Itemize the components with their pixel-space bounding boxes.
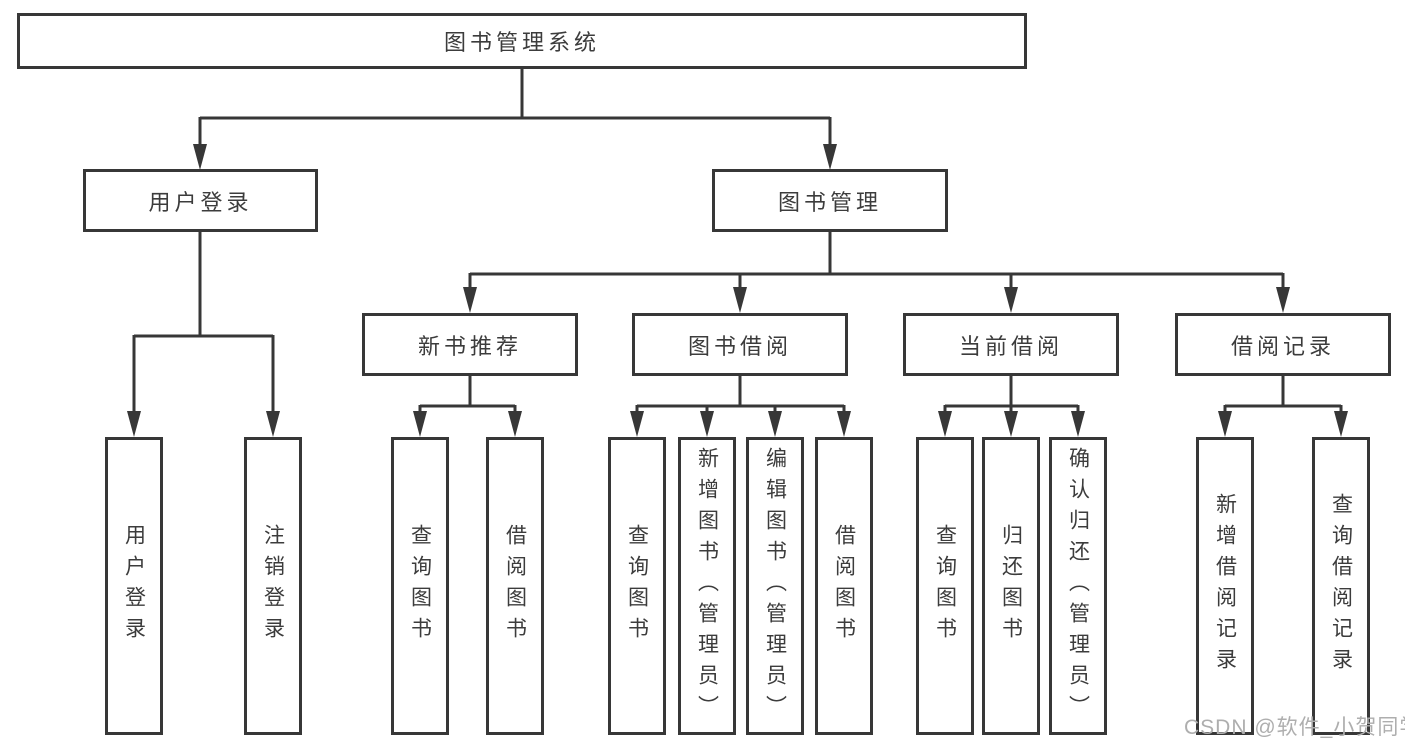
- arrowhead-new-books: [463, 287, 477, 313]
- leaf-newbooks-borrow-books: 借阅图书: [486, 437, 544, 735]
- node-root-system: 图书管理系统: [17, 13, 1027, 69]
- leaf-current-confirm-return-admin: 确认归还（管理员）: [1049, 437, 1107, 735]
- arrowhead-leaf-nb-borrow: [508, 411, 522, 437]
- node-current-borrowing: 当前借阅: [903, 313, 1119, 376]
- leaf-user-login: 用户登录: [105, 437, 163, 735]
- leaf-borrowing-borrow-books: 借阅图书: [815, 437, 873, 735]
- leaf-newbooks-query-books: 查询图书: [391, 437, 449, 735]
- arrowhead-leaf-bb-edit: [768, 411, 782, 437]
- leaf-borrowing-edit-books-admin: 编辑图书（管理员）: [746, 437, 804, 735]
- arrowhead-current-borrow: [1004, 287, 1018, 313]
- leaf-borrowing-query-books: 查询图书: [608, 437, 666, 735]
- arrowhead-leaf-cb-return: [1004, 411, 1018, 437]
- node-borrow-records: 借阅记录: [1175, 313, 1391, 376]
- node-user-login: 用户登录: [83, 169, 318, 232]
- arrowhead-borrow-records: [1276, 287, 1290, 313]
- csdn-watermark: CSDN @软件_小贺同学: [1184, 716, 1405, 739]
- leaf-current-return-books: 归还图书: [982, 437, 1040, 735]
- node-book-borrowing: 图书借阅: [632, 313, 848, 376]
- arrowhead-book-mgmt: [823, 144, 837, 170]
- arrowhead-leaf-cb-query: [938, 411, 952, 437]
- arrowhead-leaf-bb-borrow: [837, 411, 851, 437]
- arrowhead-leaf-nb-query: [413, 411, 427, 437]
- leaf-logout: 注销登录: [244, 437, 302, 735]
- arrowhead-leaf-bb-add: [700, 411, 714, 437]
- leaf-current-query-books: 查询图书: [916, 437, 974, 735]
- arrowhead-leaf-br-add: [1218, 411, 1232, 437]
- leaf-records-add-borrow-record: 新增借阅记录: [1196, 437, 1254, 735]
- arrowhead-leaf-br-query: [1334, 411, 1348, 437]
- node-book-management: 图书管理: [712, 169, 948, 232]
- arrowhead-leaf-bb-query: [630, 411, 644, 437]
- arrowhead-leaf-logout: [266, 411, 280, 437]
- leaf-borrowing-add-books-admin: 新增图书（管理员）: [678, 437, 736, 735]
- arrowhead-book-borrow: [733, 287, 747, 313]
- arrowhead-leaf-cb-confirm: [1071, 411, 1085, 437]
- arrowhead-leaf-user-login: [127, 411, 141, 437]
- arrowhead-user-login: [193, 144, 207, 170]
- node-new-book-recommend: 新书推荐: [362, 313, 578, 376]
- leaf-records-query-borrow-record: 查询借阅记录: [1312, 437, 1370, 735]
